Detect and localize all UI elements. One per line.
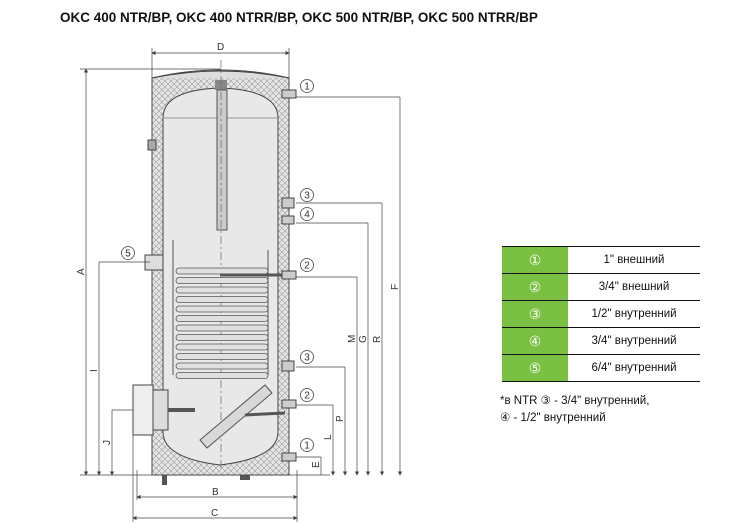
dim-label-l: L bbox=[323, 434, 334, 440]
connection-size: 3/4" внешний bbox=[568, 273, 700, 301]
callout-number: 5 bbox=[125, 249, 131, 260]
dim-label-b: B bbox=[212, 487, 219, 498]
dim-label-a: A bbox=[76, 268, 87, 275]
callout-1: 1 bbox=[300, 79, 314, 93]
ntr-note: *в NTR ③ - 3/4" внутренний, ④ - 1/2" вну… bbox=[500, 393, 649, 427]
callout-number: 3 bbox=[304, 353, 310, 364]
callout-1: 1 bbox=[300, 438, 314, 452]
coil-turn bbox=[175, 362, 269, 370]
dim-label-j: J bbox=[102, 440, 113, 445]
dimension-lines bbox=[80, 48, 403, 522]
coil-turn bbox=[175, 324, 269, 332]
connection-size: 3/4" внутренний bbox=[568, 327, 700, 355]
callout-number: 1 bbox=[304, 82, 310, 93]
tank-body bbox=[132, 60, 297, 485]
dimension-labels: D A I J B C E L P M G R F bbox=[76, 42, 401, 519]
connection-size: 1/2" внутренний bbox=[568, 300, 700, 328]
connection-symbol: ② bbox=[502, 273, 568, 301]
dim-label-g: G bbox=[358, 335, 369, 343]
coil-turn bbox=[175, 372, 269, 379]
note-line-2: ④ - 1/2" внутренний bbox=[500, 412, 606, 424]
dim-label-c: C bbox=[211, 508, 218, 519]
callout-2: 2 bbox=[300, 388, 314, 402]
dim-label-e: E bbox=[311, 461, 322, 468]
dim-label-i: I bbox=[89, 369, 100, 372]
dim-label-f: F bbox=[390, 284, 401, 290]
callout-3: 3 bbox=[300, 350, 314, 364]
coil-turn bbox=[175, 315, 269, 322]
callout-number: 1 bbox=[304, 441, 310, 452]
callout-number: 2 bbox=[304, 261, 310, 272]
callout-number: 4 bbox=[304, 210, 310, 221]
callout-number: 2 bbox=[304, 391, 310, 402]
dim-label-d: D bbox=[217, 42, 224, 53]
callout-number: 3 bbox=[304, 191, 310, 202]
heat-exchanger-coil bbox=[175, 267, 269, 379]
note-line-1: *в NTR ③ - 3/4" внутренний, bbox=[500, 395, 650, 407]
coil-turn bbox=[175, 334, 269, 341]
connection-symbol: ① bbox=[502, 246, 568, 274]
dim-label-m: M bbox=[347, 335, 358, 343]
callout-3: 3 bbox=[300, 188, 314, 202]
connection-symbol: ④ bbox=[502, 327, 568, 355]
coil-turn bbox=[175, 343, 269, 351]
connection-size: 1" внешний bbox=[568, 246, 700, 274]
coil-turn bbox=[175, 277, 269, 284]
connection-callouts: 1 3 4 5 2 3 2 1 bbox=[121, 79, 314, 452]
coil-turn bbox=[175, 267, 269, 275]
coil-turn bbox=[175, 353, 269, 360]
connection-symbol: ③ bbox=[502, 300, 568, 328]
dim-label-p: P bbox=[335, 415, 346, 422]
callout-2: 2 bbox=[300, 258, 314, 272]
callout-5: 5 bbox=[121, 246, 135, 260]
coil-turn bbox=[175, 296, 269, 303]
dim-label-r: R bbox=[372, 336, 383, 343]
callout-4: 4 bbox=[300, 207, 314, 221]
coil-turn bbox=[175, 286, 269, 294]
connection-size: 6/4" внутренний bbox=[568, 354, 700, 382]
page-title: OKC 400 NTR/BP, OKC 400 NTRR/BP, OKC 500… bbox=[60, 10, 538, 25]
coil-turn bbox=[175, 305, 269, 313]
connection-symbol: ⑤ bbox=[502, 354, 568, 382]
